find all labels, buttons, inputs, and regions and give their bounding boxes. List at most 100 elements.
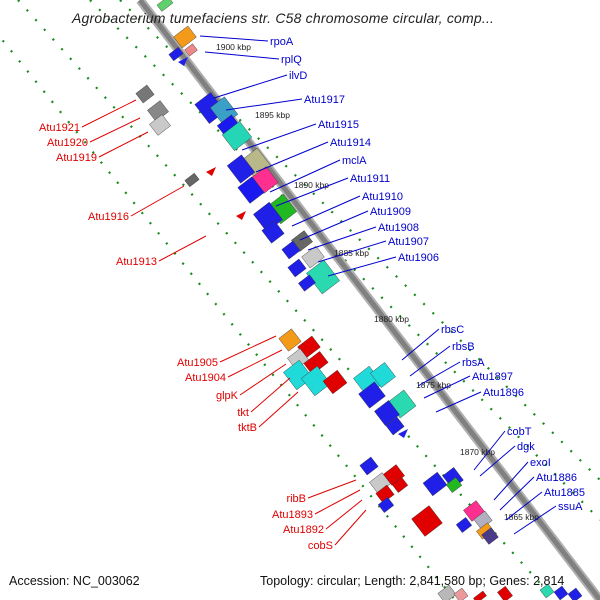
reverse-gene-leader <box>227 349 283 378</box>
forward-gene-label: Atu1908 <box>378 222 419 234</box>
forward-gene-label: rbsB <box>452 341 475 353</box>
gene-feature <box>445 477 463 493</box>
kbp-marker: 1890 kbp <box>294 180 329 190</box>
gene-feature <box>385 416 405 436</box>
gene-feature <box>359 456 379 476</box>
forward-gene-label: Atu1906 <box>398 252 439 264</box>
reverse-gene-leader <box>158 235 207 262</box>
kbp-marker: 1880 kbp <box>374 314 409 324</box>
kbp-marker: 1895 kbp <box>255 110 290 120</box>
forward-gene-leader <box>435 391 482 413</box>
forward-gene-label: rbsC <box>441 324 464 336</box>
gene-feature <box>539 583 555 599</box>
forward-gene-leader <box>213 74 288 99</box>
forward-gene-leader <box>255 141 329 173</box>
reverse-gene-label: Atu1893 <box>272 509 313 521</box>
reverse-gene-leader <box>314 489 361 515</box>
gene-feature <box>281 240 301 260</box>
reverse-gene-leader <box>325 499 363 530</box>
forward-gene-label: Atu1909 <box>370 206 411 218</box>
gene-feature <box>301 245 325 269</box>
reverse-gene-label: cobS <box>308 540 333 552</box>
forward-gene-leader <box>409 345 451 377</box>
forward-gene-leader <box>307 226 377 251</box>
forward-gene-leader <box>204 51 280 60</box>
forward-gene-label: Atu1885 <box>544 487 585 499</box>
gene-feature <box>377 497 395 513</box>
reverse-gene-leader <box>239 363 287 396</box>
gene-feature <box>168 46 184 62</box>
forward-gene-leader <box>225 98 303 111</box>
direction-arrow <box>178 57 188 66</box>
forward-gene-leader <box>499 476 535 511</box>
reverse-gene-label: tktB <box>238 422 257 434</box>
gene-feature <box>156 0 174 12</box>
forward-gene-leader <box>241 123 317 151</box>
forward-gene-label: cobT <box>507 426 532 438</box>
forward-gene-leader <box>299 210 369 241</box>
kbp-marker: 1865 kbp <box>504 512 539 522</box>
kbp-marker: 1885 kbp <box>334 248 369 258</box>
kbp-marker: 1875 kbp <box>416 380 451 390</box>
gene-feature <box>237 176 265 204</box>
forward-gene-label: ssuA <box>558 501 583 513</box>
gene-feature <box>184 43 198 57</box>
gene-feature <box>278 328 302 352</box>
forward-gene-label: mclA <box>342 155 367 167</box>
gene-feature <box>322 369 348 395</box>
direction-arrow <box>236 211 246 220</box>
reverse-gene-leader <box>219 335 277 363</box>
forward-gene-label: Atu1911 <box>350 173 390 185</box>
kbp-marker: 1900 kbp <box>216 42 251 52</box>
forward-gene-label: rplQ <box>281 54 302 66</box>
gene-feature <box>287 258 307 278</box>
forward-gene-leader <box>505 491 543 521</box>
forward-gene-leader <box>479 445 516 477</box>
forward-gene-label: exoI <box>530 457 551 469</box>
gene-feature <box>149 114 171 136</box>
accession-text: Accession: NC_003062 <box>9 574 140 588</box>
forward-gene-leader <box>291 195 361 227</box>
gene-feature <box>391 477 409 493</box>
gene-feature <box>437 584 457 600</box>
gene-feature <box>261 220 285 244</box>
reverse-gene-label: Atu1916 <box>88 211 129 223</box>
direction-arrow <box>398 429 408 438</box>
gene-feature <box>473 590 487 600</box>
forward-gene-leader <box>269 159 341 193</box>
reverse-gene-label: Atu1919 <box>56 152 97 164</box>
forward-gene-leader <box>423 375 471 399</box>
gene-feature <box>422 471 448 497</box>
reverse-gene-label: Atu1921 <box>39 122 80 134</box>
gene-feature <box>455 517 473 533</box>
gene-feature <box>303 351 329 375</box>
forward-gene-label: Atu1897 <box>472 371 513 383</box>
reverse-gene-leader <box>130 185 185 217</box>
forward-gene-leader <box>513 505 557 535</box>
reverse-gene-leader <box>250 377 291 413</box>
gene-feature <box>298 274 316 292</box>
gene-feature <box>184 172 200 188</box>
reverse-gene-label: ribB <box>286 493 306 505</box>
forward-gene-leader <box>199 35 269 42</box>
reverse-gene-label: Atu1905 <box>177 357 218 369</box>
gene-feature <box>221 121 253 151</box>
reverse-gene-leader <box>258 391 299 428</box>
gene-feature <box>411 505 443 537</box>
reverse-gene-label: Atu1904 <box>185 372 226 384</box>
tick-track <box>119 0 600 481</box>
gene-feature <box>173 25 197 49</box>
gene-feature <box>358 381 386 409</box>
forward-gene-label: rpoA <box>270 36 294 48</box>
kbp-marker: 1870 kbp <box>460 447 495 457</box>
forward-gene-label: Atu1896 <box>483 387 524 399</box>
gene-feature <box>567 587 583 600</box>
gene-feature <box>553 585 569 600</box>
forward-gene-label: Atu1917 <box>304 94 345 106</box>
forward-gene-label: Atu1907 <box>388 236 429 248</box>
forward-gene-leader <box>275 177 349 207</box>
forward-gene-label: Atu1886 <box>536 472 577 484</box>
gene-feature <box>301 365 331 397</box>
forward-gene-label: Atu1914 <box>330 137 371 149</box>
